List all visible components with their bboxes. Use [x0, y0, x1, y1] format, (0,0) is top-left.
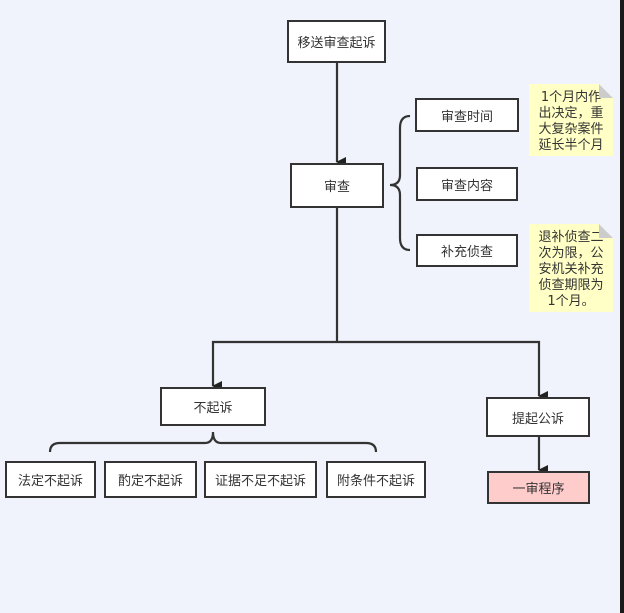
- window-edge: [620, 0, 624, 613]
- brace-no-prosecution-types: [48, 431, 378, 453]
- node-statutory-non-prosecution[interactable]: 法定不起诉: [5, 461, 96, 498]
- node-label: 补充侦查: [440, 245, 493, 260]
- node-label: 法定不起诉: [17, 474, 83, 489]
- node-label: 一审程序: [512, 482, 565, 497]
- node-review[interactable]: 审查: [290, 163, 384, 208]
- node-file-public-prosecution[interactable]: 提起公诉: [486, 397, 590, 437]
- note-review-time: 1个月内作 出决定，重 大复杂案件 延长半个月: [529, 84, 613, 156]
- node-supplementary-investigation[interactable]: 补充侦查: [416, 234, 518, 267]
- node-review-time[interactable]: 审查时间: [415, 98, 519, 132]
- node-transfer-for-review[interactable]: 移送审查起诉: [287, 20, 386, 63]
- node-insufficient-evidence-non-prosecution[interactable]: 证据不足不起诉: [204, 461, 317, 498]
- node-label: 提起公诉: [511, 411, 564, 427]
- brace-review-items: [389, 114, 411, 252]
- node-label: 审查内容: [440, 178, 493, 194]
- node-discretionary-non-prosecution[interactable]: 酌定不起诉: [104, 461, 197, 498]
- note-text: 1个月内作 出决定，重 大复杂案件 延长半个月: [538, 90, 604, 153]
- node-first-instance[interactable]: 一审程序: [487, 471, 590, 504]
- note-supplementary-investigation: 退补侦查二 次为限，公 安机关补充 侦查期限为 1个月。: [529, 224, 613, 312]
- node-label: 移送审查起诉: [297, 36, 376, 51]
- node-label: 附条件不起诉: [336, 474, 415, 489]
- node-label: 酌定不起诉: [117, 474, 183, 489]
- note-text: 退补侦查二 次为限，公 安机关补充 侦查期限为 1个月。: [538, 230, 604, 309]
- node-label: 不起诉: [193, 401, 233, 416]
- node-label: 证据不足不起诉: [214, 474, 306, 489]
- node-review-content[interactable]: 审查内容: [416, 167, 518, 201]
- node-conditional-non-prosecution[interactable]: 附条件不起诉: [326, 461, 426, 498]
- node-no-prosecution[interactable]: 不起诉: [160, 387, 266, 426]
- node-label: 审查: [323, 180, 350, 195]
- node-label: 审查时间: [440, 109, 493, 125]
